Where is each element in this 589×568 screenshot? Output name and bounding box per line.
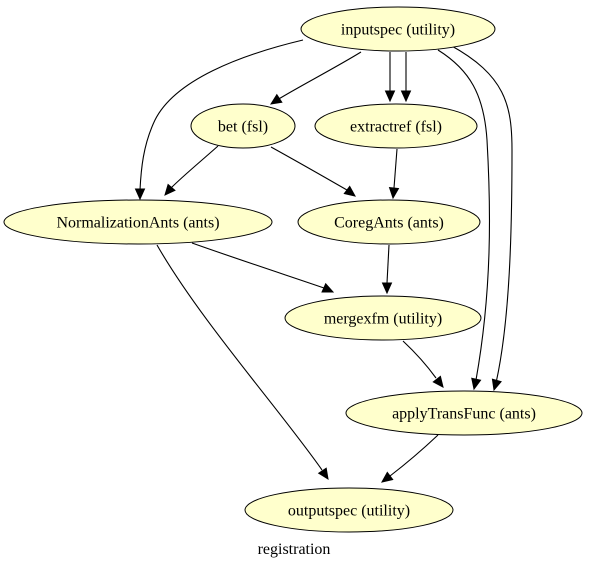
edge-inputspec-to-extractref [384,52,396,103]
node-label: outputspec (utility) [288,503,410,520]
node-ellipse [244,487,454,533]
edge-line [437,49,491,381]
arrowhead [134,188,146,201]
edge-line [449,44,513,384]
node-label: mergexfm (utility) [324,311,442,328]
edge-line [402,340,437,379]
node-normants: NormalizationAnts (ants) [3,199,273,245]
node-label: bet (fsl) [218,119,268,136]
arrowhead [384,90,396,103]
node-label: applyTransFunc (ants) [392,406,536,423]
node-ellipse [297,199,481,245]
node-outputspec: outputspec (utility) [244,487,454,533]
arrowhead [381,282,393,295]
edge-line [156,244,323,471]
arrowhead [269,93,283,105]
arrowhead [164,183,176,196]
node-label: extractref (fsl) [350,119,442,136]
edge-bet-to-coregants [270,146,356,197]
node-mergexfm: mergexfm (utility) [284,295,482,341]
edge-extractref-to-coregants [388,148,400,200]
graph-edges [134,39,513,483]
arrowhead [432,375,444,388]
node-ellipse [314,103,478,149]
edge-line [393,148,398,189]
node-coregants: CoregAnts (ants) [297,199,481,245]
arrowhead [471,377,482,391]
node-ellipse [345,390,583,436]
node-label: inputspec (utility) [341,22,455,39]
node-ellipse [284,295,482,341]
edge-inputspec-to-bet [269,51,362,105]
arrowhead [317,467,329,481]
edge-line [386,244,390,284]
arrowhead [381,471,394,483]
edge-mergexfm-to-applytransfunc [402,340,444,388]
edge-line [170,145,219,189]
graph-nodes: inputspec (utility) bet (fsl) extractref (… [3,6,583,533]
edge-line [270,146,348,191]
arrowhead [491,378,502,392]
edge-coregants-to-mergexfm [381,244,393,295]
node-label: NormalizationAnts (ants) [56,215,219,232]
edge-inputspec-to-applytransfunc [437,49,491,391]
arrowhead [388,187,400,200]
graph-title: registration [258,541,331,558]
edge-bet-to-normants [164,145,219,196]
node-extractref: extractref (fsl) [314,103,478,149]
edge-inputspec-to-applytransfunc [449,44,513,392]
edge-inputspec-to-extractref [400,52,412,103]
edge-applytransfunc-to-outputspec [381,434,439,483]
edge-line [191,242,325,289]
node-bet: bet (fsl) [190,103,296,149]
edge-line [276,51,362,101]
arrowhead [343,185,356,197]
edge-inputspec-to-normants [134,39,304,201]
node-applytransfunc: applyTransFunc (ants) [345,390,583,436]
arrowhead [321,282,335,293]
edge-normants-to-mergexfm [191,242,335,293]
node-inputspec: inputspec (utility) [300,6,496,52]
node-ellipse [3,199,273,245]
edge-line [139,39,304,191]
arrowhead [400,90,412,103]
node-ellipse [190,103,296,149]
node-ellipse [300,6,496,52]
node-label: CoregAnts (ants) [334,215,444,232]
edge-normants-to-outputspec [156,244,329,481]
edge-line [389,434,439,477]
